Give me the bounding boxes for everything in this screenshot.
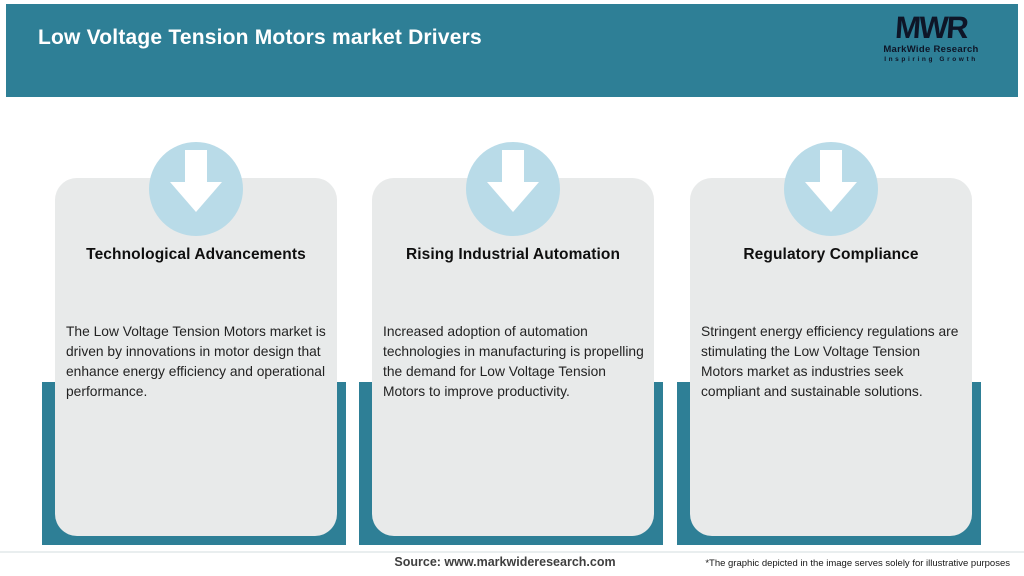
down-arrow-icon bbox=[487, 150, 539, 212]
driver-card-technological-advancements: Technological Advancements The Low Volta… bbox=[55, 178, 337, 536]
down-arrow-circle bbox=[784, 142, 878, 236]
card-title: Technological Advancements bbox=[86, 246, 306, 263]
card-body-text: Increased adoption of automation technol… bbox=[383, 324, 644, 399]
driver-card-regulatory-compliance: Regulatory Compliance Stringent energy e… bbox=[690, 178, 972, 536]
logo-tagline: Inspiring Growth bbox=[884, 56, 978, 63]
card-body-text: The Low Voltage Tension Motors market is… bbox=[66, 324, 326, 399]
header-bar: Low Voltage Tension Motors market Driver… bbox=[6, 4, 1018, 97]
down-arrow-circle bbox=[149, 142, 243, 236]
down-arrow-circle bbox=[466, 142, 560, 236]
card-title: Rising Industrial Automation bbox=[405, 246, 621, 263]
card-body-text: Stringent energy efficiency regulations … bbox=[701, 324, 959, 399]
page-title: Low Voltage Tension Motors market Driver… bbox=[38, 26, 482, 49]
card-title: Regulatory Compliance bbox=[743, 246, 919, 263]
source-text: Source: www.markwideresearch.com bbox=[394, 555, 616, 569]
down-arrow-icon bbox=[170, 150, 222, 212]
logo-monogram-icon: MWR bbox=[894, 10, 968, 45]
logo-company-name: MarkWide Research bbox=[883, 44, 979, 55]
footer-divider bbox=[0, 551, 1024, 553]
disclaimer-text: *The graphic depicted in the image serve… bbox=[705, 558, 1010, 569]
driver-card-rising-industrial-automation: Rising Industrial Automation Increased a… bbox=[372, 178, 654, 536]
down-arrow-icon bbox=[805, 150, 857, 212]
brand-logo: MWR MarkWide Research Inspiring Growth bbox=[862, 10, 1000, 63]
